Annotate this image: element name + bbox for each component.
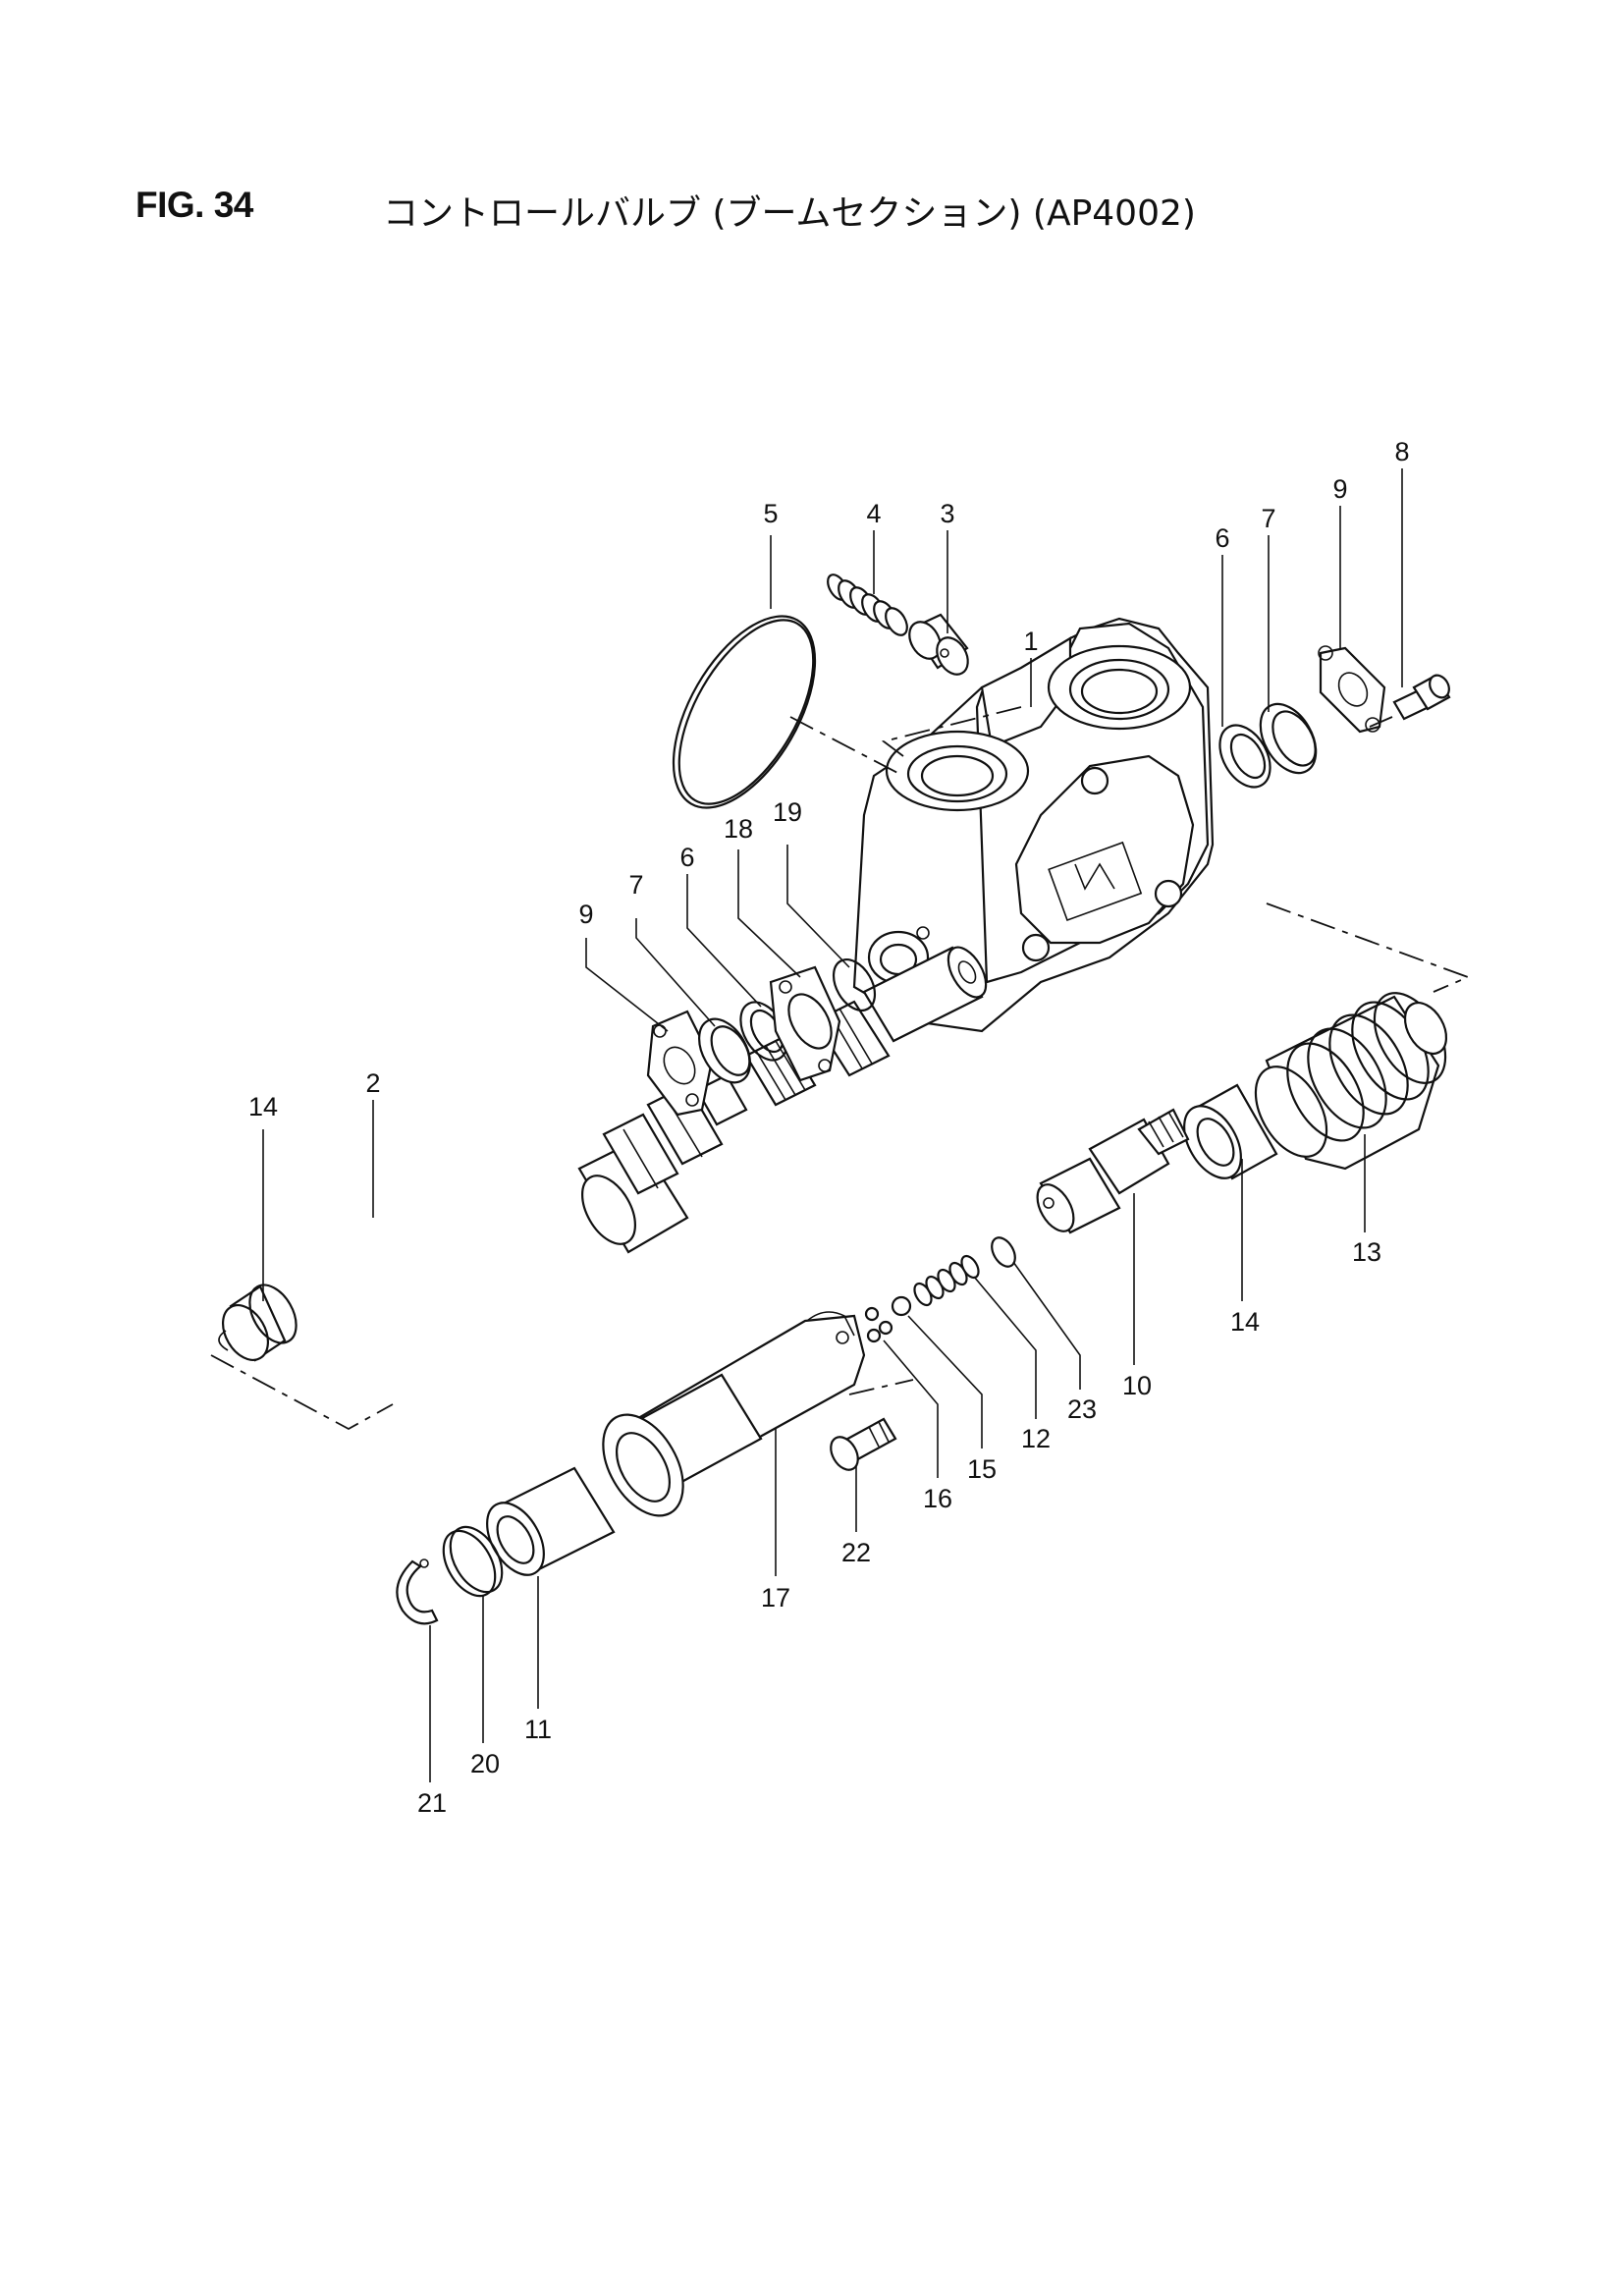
cylinder-part-11 [486,1466,616,1576]
callout-14-left: 14 [248,1092,278,1121]
spring-part-12 [913,1254,980,1307]
spool-end-part-10 [1036,1108,1190,1234]
o-ring-part-6-top [1218,724,1271,789]
spool-part-2 [577,946,988,1254]
callout-16: 16 [923,1484,952,1513]
large-o-ring-part [672,615,817,809]
backup-ring-part-7-top [1259,702,1318,775]
flange-part-18 [769,965,841,1082]
callout-12: 12 [1021,1424,1051,1453]
assembly-centerlines [210,706,1471,1431]
spring-seat-part-14-left [218,1284,298,1362]
spring-part-4 [827,574,908,636]
callout-6-top: 6 [1215,523,1229,553]
callout-21: 21 [417,1788,447,1818]
poppet-part-3 [908,613,969,676]
callout-5: 5 [763,499,778,528]
cover-part-17 [602,1311,866,1517]
callout-17: 17 [761,1583,790,1613]
disc-part-20 [442,1525,504,1598]
ball-part-15 [891,1295,912,1317]
figure-title: コントロールバルブ (ブームセクション) (AP4002) [383,193,1196,234]
callout-2: 2 [365,1068,380,1098]
callout-18: 18 [724,814,753,844]
callout-7-left: 7 [628,870,643,900]
callout-22: 22 [841,1538,871,1567]
callout-10: 10 [1122,1371,1152,1400]
callout-13: 13 [1352,1237,1381,1267]
callout-8: 8 [1394,437,1409,466]
callout-6-left: 6 [679,843,694,872]
spring-seat-part-14-right [1183,1083,1278,1180]
backup-ring-part-7-left [698,1017,751,1084]
callout-14-right: 14 [1230,1307,1260,1337]
ball-part-23 [991,1236,1016,1268]
figure-header: FIG. 34 コントロールバルブ (ブームセクション) (AP4002) [0,185,1623,244]
callout-15: 15 [967,1454,997,1484]
valve-body-part [852,617,1215,1033]
callout-4: 4 [866,499,881,528]
callout-9-top: 9 [1332,474,1347,504]
figure-number: FIG. 34 [135,185,253,225]
screw-part-22 [830,1417,897,1471]
callout-19: 19 [773,797,802,827]
boot-part-13 [1254,992,1448,1171]
callout-labels: 1 2 3 4 5 6 7 8 9 6 7 9 18 19 14 14 13 1… [248,437,1410,1818]
plate-part-9-top [1318,645,1386,734]
callout-1: 1 [1023,627,1038,656]
snap-ring-part-21 [396,1558,439,1625]
balls-part-16 [864,1306,893,1343]
callout-9-left: 9 [578,900,593,929]
leader-lines [262,468,1403,1782]
callout-23: 23 [1067,1394,1097,1424]
seal-part-19 [832,958,877,1011]
bolt-part-8 [1369,674,1451,728]
callout-7-top: 7 [1261,504,1275,533]
callout-11: 11 [524,1715,552,1744]
callout-20: 20 [470,1749,500,1778]
callout-3: 3 [940,499,954,528]
